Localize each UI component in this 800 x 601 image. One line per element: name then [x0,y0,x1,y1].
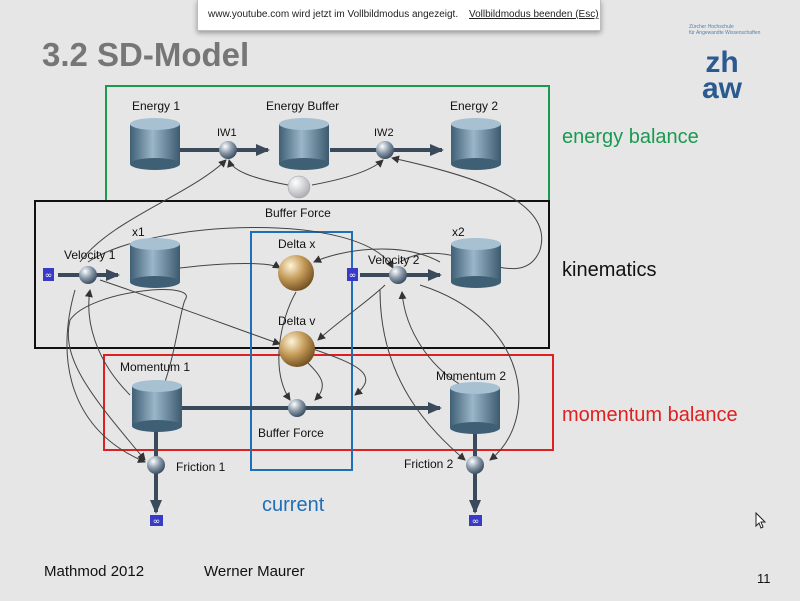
label-energy-buffer: Energy Buffer [266,99,339,113]
cloud-velocity1-source: ∞ [43,268,54,281]
fullscreen-message: www.youtube.com wird jetzt im Vollbildmo… [208,9,459,20]
connector [99,279,281,346]
label-x2: x2 [452,225,465,239]
connector [317,284,386,341]
connector [84,289,131,396]
fullscreen-notice: www.youtube.com wird jetzt im Vollbildmo… [197,0,601,31]
cloud-friction1-sink: ∞ [150,515,163,527]
current-box [250,231,353,471]
logo-mark-top: zh [705,46,738,79]
flow-valve-velocity1 [79,266,97,284]
label-velocity1: Velocity 1 [64,248,116,262]
connector [311,159,384,186]
stock-energy1 [130,118,180,170]
label-delta-x: Delta x [278,237,315,251]
connectors [66,155,543,463]
footer-event: Mathmod 2012 [44,563,145,580]
stock-x2 [451,238,501,288]
stock-energy2 [451,118,501,170]
label-velocity2: Velocity 2 [368,253,420,267]
label-iw2: IW2 [374,127,394,139]
slide-title: 3.2 SD-Model [42,36,250,73]
connector [391,155,543,270]
connector [304,359,323,401]
stock-energy-buffer [279,118,329,170]
exit-fullscreen-link[interactable]: Vollbildmodus beenden (Esc) [469,9,599,20]
cloud-symbol: ∞ [153,517,161,527]
label-energy2: Energy 2 [450,99,498,113]
flow-valve-friction2 [466,456,484,474]
label-buffer-force-momentum: Buffer Force [258,426,324,440]
label-friction1: Friction 1 [176,460,226,474]
momentum-balance-label: momentum balance [562,404,738,426]
label-momentum1: Momentum 1 [120,360,190,374]
flow-valve-friction1 [147,456,165,474]
connector [66,289,146,463]
connector [398,291,471,391]
energy-balance-label: energy balance [562,126,699,148]
logo-mark-bottom: aw [702,72,743,105]
stock-momentum1 [132,380,182,432]
cloud-symbol: ∞ [45,271,53,281]
connector [87,227,394,269]
flow-valve-velocity2 [389,266,407,284]
connector [379,289,466,461]
footer-author: Werner Maurer [204,563,305,580]
converter-delta-v [279,331,315,367]
cloud-symbol: ∞ [472,517,480,527]
flow-valve-buffer-force [288,399,306,417]
label-momentum2: Momentum 2 [436,369,506,383]
label-iw1: IW1 [217,127,237,139]
cloud-symbol: ∞ [349,271,357,281]
label-x1: x1 [132,225,145,239]
logo-line-1: Zürcher Hochschule [689,24,734,30]
cloud-velocity2-source: ∞ [347,268,358,281]
connector [313,248,441,263]
label-delta-v: Delta v [278,314,315,328]
connector [419,284,520,461]
connector [79,159,227,263]
mouse-cursor-icon [755,511,767,529]
converter-delta-x [278,255,314,291]
connector [67,289,187,461]
page-number: 11 [757,571,771,586]
label-buffer-force-energy: Buffer Force [265,206,331,220]
current-label: current [262,494,325,516]
kinematics-label: kinematics [562,259,656,281]
converter-buffer-force [287,175,311,199]
logo-line-2: für Angewandte Wissenschaften [689,30,761,36]
logo-text: Zürcher Hochschule für Angewandte Wissen… [689,24,760,36]
connector [227,159,289,186]
label-energy1: Energy 1 [132,99,180,113]
label-friction2: Friction 2 [404,457,454,471]
flow-valve-iw2 [376,141,394,159]
stock-x1 [130,238,180,288]
stock-momentum2 [450,382,500,434]
flow-valve-iw1 [219,141,237,159]
connector [309,347,367,396]
connector [179,260,281,269]
cloud-friction2-sink: ∞ [469,515,482,527]
